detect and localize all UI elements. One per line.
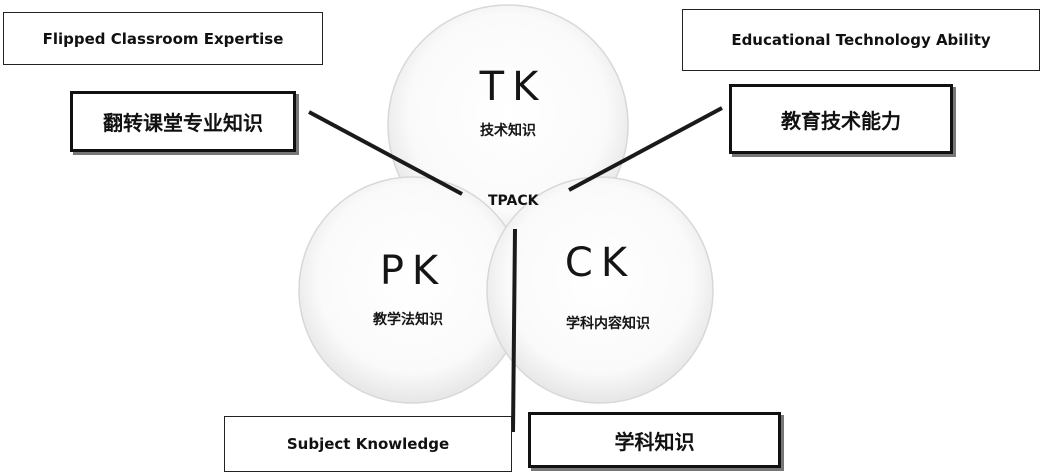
pk-code: PK [379, 248, 447, 294]
tpack-center-label: TPACK [488, 193, 539, 209]
box-subject-knowledge-zh: 学科知识 [528, 412, 781, 468]
connector-subject [511, 228, 517, 433]
box-edtech-ability-en: Educational Technology Ability [682, 9, 1040, 71]
box-flipped-expertise-zh: 翻转课堂专业知识 [70, 91, 296, 152]
pk-label: 教学法知识 [373, 312, 443, 328]
connector-flipped [308, 110, 463, 196]
connector-edtech [568, 106, 723, 192]
box-subject-knowledge-en: Subject Knowledge [224, 416, 512, 472]
box-flipped-expertise-en: Flipped Classroom Expertise [3, 12, 323, 65]
box-edtech-ability-zh: 教育技术能力 [729, 84, 953, 154]
tk-label: 技术知识 [480, 123, 536, 139]
circle-ck [486, 176, 714, 404]
ck-label: 学科内容知识 [566, 316, 650, 332]
tk-code: TK [479, 64, 547, 110]
ck-code: CK [564, 240, 636, 286]
